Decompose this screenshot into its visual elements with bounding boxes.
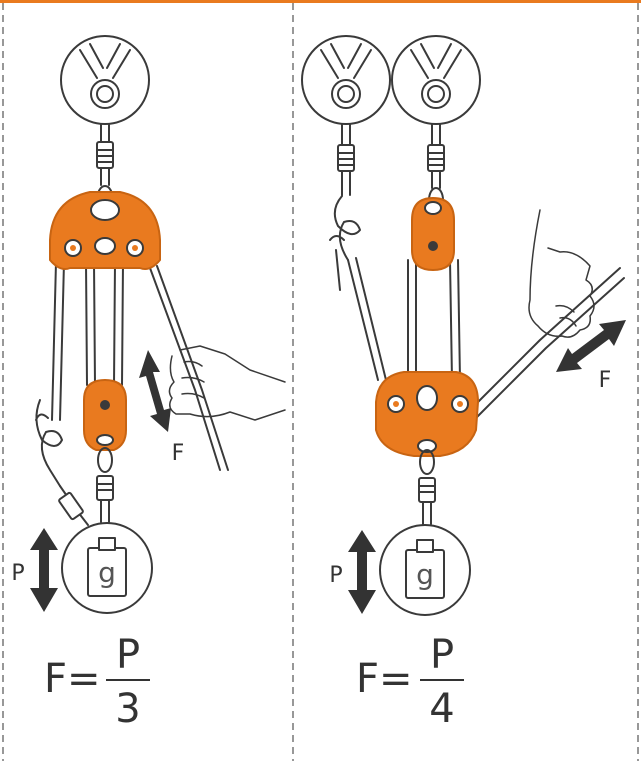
left-load-arrow [30,528,58,612]
right-knot [329,195,361,291]
left-load [61,522,153,614]
right-anchor-2 [391,35,481,125]
right-lower-pulley [375,371,479,457]
left-effort-label: F [172,441,185,466]
right-weight-label: g [416,558,434,591]
left-effort-arrow [139,350,171,432]
right-ropes [347,257,625,419]
left-weight-label: g [98,556,116,589]
left-knot [35,399,89,526]
left-ropes [51,261,229,471]
left-formula-lhs: F= [44,656,101,702]
left-formula-numerator: P [116,632,140,678]
left-lower-connector [96,447,114,523]
right-panel [301,35,625,616]
right-anchor-1 [301,35,391,125]
right-load [379,524,471,616]
right-formula-lhs: F= [356,656,413,702]
right-connector-1 [337,123,355,196]
right-effort-label: F [599,368,612,393]
right-upper-pulley [411,197,455,271]
right-lower-connector [418,449,436,525]
right-hand [528,209,595,338]
left-anchor [60,35,150,125]
left-formula-denominator: 3 [115,686,140,732]
left-panel [35,35,286,614]
left-lower-pulley [83,379,127,451]
left-triple-pulley [49,191,161,270]
right-load-label: P [329,563,342,588]
right-effort-arrow [556,320,626,372]
left-load-label: P [11,561,24,586]
top-accent-border [0,0,641,3]
left-hand [168,345,286,421]
right-formula-numerator: P [430,632,454,678]
right-load-arrow [348,530,376,614]
right-formula-denominator: 4 [429,686,454,732]
